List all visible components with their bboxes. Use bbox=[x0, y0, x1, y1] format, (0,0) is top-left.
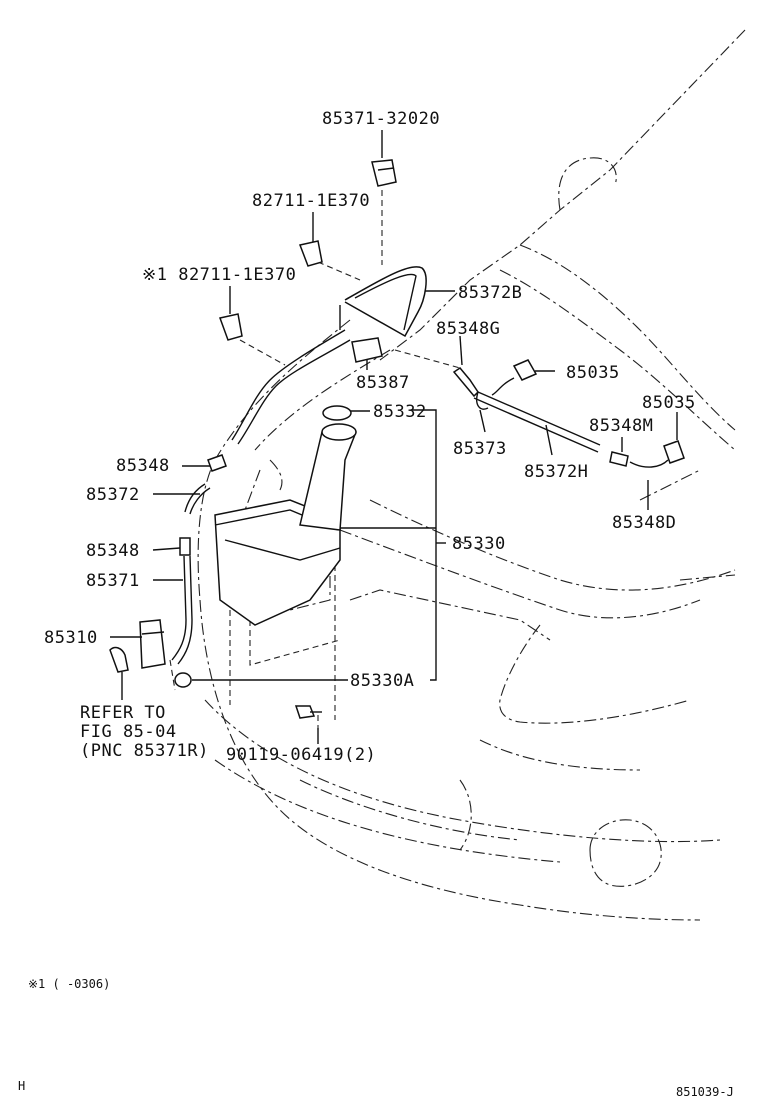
figure-id: 851039-J bbox=[676, 1085, 734, 1099]
reservoir-85330 bbox=[214, 499, 341, 626]
label-85372: 85372 bbox=[86, 485, 140, 505]
hose-85371 bbox=[171, 555, 187, 661]
label-refer-line3: (PNC 85371R) bbox=[80, 741, 209, 761]
parts bbox=[109, 159, 685, 719]
hose-85372b bbox=[344, 266, 427, 338]
footnote: ※1 ( -0306) bbox=[28, 977, 110, 991]
relation-lines bbox=[169, 190, 461, 730]
joint-85348-b bbox=[179, 537, 191, 556]
hose-85348d bbox=[629, 459, 669, 468]
joint-85348g bbox=[452, 367, 479, 398]
joint-85348m bbox=[609, 451, 629, 467]
label-85348-b: 85348 bbox=[86, 541, 140, 561]
clip-82711-1e370-note bbox=[219, 313, 243, 341]
leader-lines bbox=[110, 130, 678, 744]
bolt-90119 bbox=[294, 705, 316, 719]
part-labels: 85371-32020 82711-1E370 ※1 82711-1E370 8… bbox=[44, 109, 696, 765]
label-85373: 85373 bbox=[453, 439, 507, 459]
label-82711-1e370: 82711-1E370 bbox=[252, 191, 370, 211]
label-refer-line1: REFER TO bbox=[80, 703, 166, 723]
label-85371: 85371 bbox=[86, 571, 140, 591]
label-85310: 85310 bbox=[44, 628, 98, 648]
joint-85348-a bbox=[207, 454, 227, 472]
valve-85387 bbox=[351, 337, 383, 363]
nozzle-85035-b bbox=[663, 440, 685, 464]
hose-85373 bbox=[476, 391, 489, 410]
label-85035-b: 85035 bbox=[642, 393, 696, 413]
filler-neck bbox=[299, 426, 357, 531]
clip-82711-1e370 bbox=[298, 240, 323, 267]
hose-left bbox=[231, 329, 346, 441]
label-85372b: 85372B bbox=[458, 283, 522, 303]
label-85348d: 85348D bbox=[612, 513, 676, 533]
grommet-85330a bbox=[174, 672, 192, 688]
hose-85372h bbox=[477, 391, 601, 446]
label-85387: 85387 bbox=[356, 373, 410, 393]
cap-85332 bbox=[322, 405, 352, 421]
label-85348g: 85348G bbox=[436, 319, 500, 339]
label-85035-a: 85035 bbox=[566, 363, 620, 383]
label-85372h: 85372H bbox=[524, 462, 588, 482]
label-refer-line2: FIG 85-04 bbox=[80, 722, 177, 742]
vehicle-outline bbox=[197, 29, 746, 921]
corner-mark: H bbox=[18, 1079, 25, 1093]
label-85371-32020: 85371-32020 bbox=[322, 109, 440, 129]
label-85330a: 85330A bbox=[350, 671, 414, 691]
label-85330: 85330 bbox=[452, 534, 506, 554]
label-90119-06419: 90119-06419(2) bbox=[226, 745, 376, 765]
pump-85310 bbox=[139, 619, 166, 669]
label-82711-1e370-note: ※1 82711-1E370 bbox=[142, 265, 296, 285]
hose-85372 bbox=[184, 483, 206, 513]
label-85332: 85332 bbox=[373, 402, 427, 422]
label-85348-a: 85348 bbox=[116, 456, 170, 476]
label-85348m: 85348M bbox=[589, 416, 653, 436]
clip-85371-32020 bbox=[371, 159, 397, 187]
nozzle-85035-a bbox=[512, 359, 538, 381]
